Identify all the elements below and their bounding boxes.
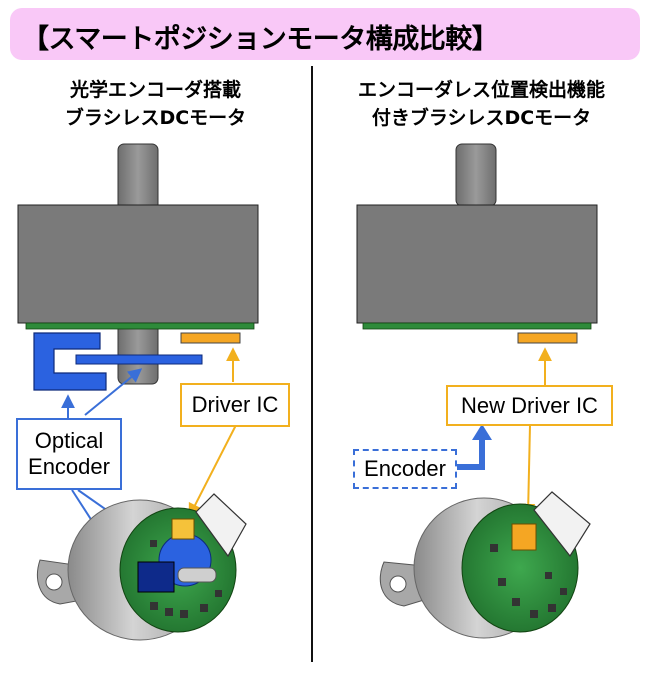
right-motor-pcb: [461, 503, 579, 633]
encoder-integrated-arrowhead: [472, 424, 492, 440]
right-schematic: [356, 143, 598, 344]
title-bar: 【スマートポジションモータ構成比較】: [10, 8, 640, 60]
new-driver-arrow-down: [521, 424, 536, 518]
right-motor-render: [379, 491, 591, 639]
left-smd-5: [215, 590, 222, 597]
left-motor-render: [37, 493, 247, 641]
right-smd-3: [512, 598, 520, 606]
encoder-disc: [75, 354, 203, 365]
left-connector-3d: [195, 493, 247, 558]
right-connector-3d: [533, 491, 591, 558]
right-smd-5: [548, 604, 556, 612]
driver-ic-label-text: Driver IC: [191, 392, 279, 417]
left-encoder-module-3d: [137, 561, 175, 593]
optical-encoder-sensor: [33, 332, 107, 391]
left-heading: 光学エンコーダ搭載 ブラシレスDCモータ: [0, 76, 311, 132]
right-smd-1: [490, 544, 498, 552]
left-heading-line1: 光学エンコーダ搭載: [69, 79, 241, 101]
left-heading-line2: ブラシレスDCモータ: [64, 107, 247, 129]
right-smd-6: [560, 588, 567, 595]
left-smd-4: [200, 604, 208, 612]
driver-ic-label: Driver IC: [180, 383, 290, 427]
left-pcb: [25, 322, 255, 330]
right-driver-chip-3d: [511, 523, 537, 551]
right-smd-7: [545, 572, 552, 579]
left-smd-6: [150, 540, 157, 547]
left-schematic: [17, 143, 259, 391]
right-motor-body: [356, 204, 598, 324]
new-driver-ic-label-text: New Driver IC: [461, 392, 598, 418]
right-smd-2: [498, 578, 506, 586]
right-heading-line2: 付きブラシレスDCモータ: [371, 107, 592, 129]
left-driver-chip-3d: [171, 518, 195, 540]
left-smd-2: [165, 608, 173, 616]
left-mount-hole: [45, 573, 63, 591]
encoder-integrated-arrow: [455, 438, 485, 470]
left-shaft-3d: [177, 567, 217, 583]
left-motor-body: [17, 204, 259, 324]
optical-encoder-label-line1: Optical: [34, 428, 104, 453]
right-smd-4: [530, 610, 538, 618]
right-motor-shaft: [455, 143, 497, 207]
left-driver-chip: [180, 332, 241, 344]
optical-encoder-label-line2: Encoder: [28, 454, 110, 479]
page-title: 【スマートポジションモータ構成比較】: [22, 24, 499, 55]
left-smd-3: [180, 610, 188, 618]
right-heading-line1: エンコーダレス位置検出機能: [357, 79, 605, 101]
encoder-label: Encoder: [353, 449, 457, 489]
right-heading: エンコーダレス位置検出機能 付きブラシレスDCモータ: [314, 76, 649, 132]
right-mount-hole: [389, 575, 407, 593]
center-divider: [311, 66, 313, 662]
encoder-label-text: Encoder: [364, 456, 446, 481]
left-smd-1: [150, 602, 158, 610]
right-driver-chip: [517, 332, 578, 344]
optical-encoder-label: Optical Encoder: [16, 418, 122, 490]
right-pcb: [362, 322, 592, 330]
driver-arrow-down: [188, 424, 237, 518]
encoder-arrow-2: [84, 368, 143, 416]
new-driver-ic-label: New Driver IC: [446, 385, 613, 426]
